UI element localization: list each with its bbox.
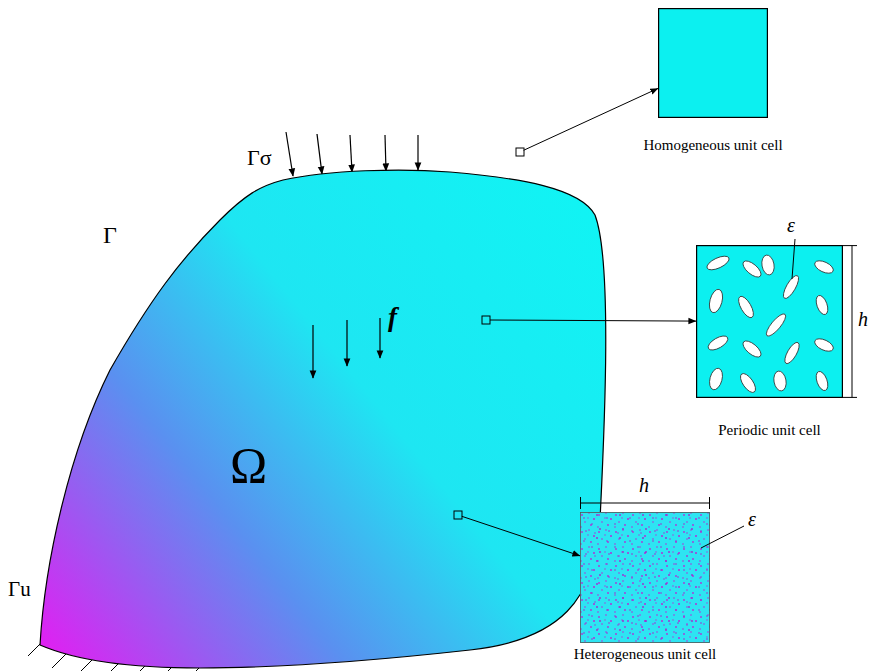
cell-ground <box>580 512 710 643</box>
load-arrow <box>286 132 293 176</box>
dimension-tick <box>580 497 581 509</box>
dimension-tick <box>843 397 857 398</box>
surface-load <box>286 132 418 176</box>
dimension-tick <box>709 497 710 509</box>
inclusion <box>706 333 730 353</box>
load-arrow <box>417 135 418 170</box>
inclusion <box>736 294 757 320</box>
inclusion <box>760 254 775 276</box>
force-arrow <box>346 320 347 366</box>
inclusion <box>814 294 830 316</box>
dimension-line <box>580 503 710 504</box>
periodic-cell <box>696 245 843 398</box>
force-symbol: f <box>388 303 397 333</box>
inclusion <box>814 370 830 392</box>
inclusion <box>738 371 759 395</box>
unit-cell: Heterogeneous unit cell <box>580 512 710 643</box>
domain-outline <box>40 170 606 668</box>
dimension-line <box>843 246 857 398</box>
leader-line <box>701 526 744 548</box>
sample-point <box>482 316 490 324</box>
force-arrow <box>379 318 380 358</box>
cell-caption: Heterogeneous unit cell <box>574 646 716 663</box>
body-force <box>313 318 380 378</box>
load-arrow <box>350 135 352 172</box>
boundary-label: Γ <box>103 222 117 248</box>
inclusion-label: ε <box>787 214 795 236</box>
cell-square <box>659 9 768 118</box>
load-arrow <box>385 135 386 171</box>
inclusion <box>813 258 835 276</box>
homogeneous-cell <box>658 8 768 118</box>
inclusion <box>705 253 731 272</box>
cell-caption: Periodic unit cell <box>718 422 820 439</box>
dimension-tick <box>843 245 857 246</box>
inclusion <box>740 338 763 360</box>
inclusion <box>707 367 724 391</box>
heterogeneous-cell <box>580 512 710 643</box>
inclusion <box>740 258 763 280</box>
particles <box>580 512 710 643</box>
cell-square <box>581 513 710 643</box>
inclusion <box>764 311 789 338</box>
sample-point <box>454 511 462 519</box>
boundary-label: Γu <box>8 578 31 601</box>
inclusion-label: ε <box>748 508 756 530</box>
dimension-line <box>852 246 853 398</box>
inclusion <box>782 340 802 365</box>
sample-point <box>516 148 524 156</box>
inclusions <box>705 253 835 394</box>
load-arrow <box>317 134 322 174</box>
domain-symbol: Ω <box>230 438 267 493</box>
dimension-label: h <box>858 308 868 330</box>
cell-caption: Homogeneous unit cell <box>643 137 782 154</box>
leader-arrow <box>524 88 658 150</box>
inclusion <box>772 370 787 392</box>
cell-square <box>697 246 843 398</box>
unit-cell: Periodic unit cell <box>696 245 843 398</box>
force-arrow <box>312 325 313 378</box>
leader-line <box>792 239 795 279</box>
inclusion <box>813 336 835 354</box>
unit-cell: Homogeneous unit cell <box>658 8 768 118</box>
boundary-label: Γσ <box>247 146 272 170</box>
inclusion <box>781 273 802 300</box>
dimension-line <box>580 497 710 509</box>
particles <box>580 512 710 643</box>
dimension-label: h <box>639 474 649 496</box>
inclusion <box>707 288 725 314</box>
